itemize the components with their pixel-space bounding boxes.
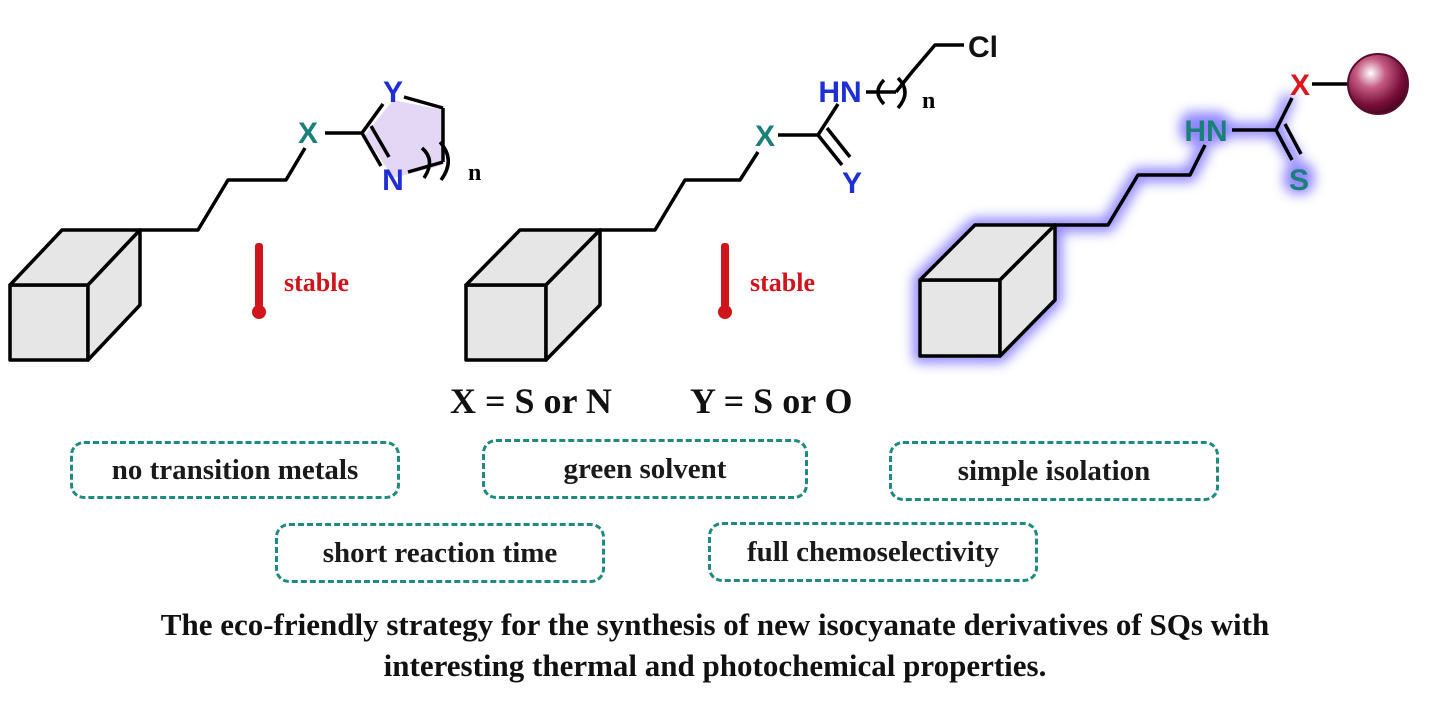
feature-badge-simple-isolation: simple isolation [889,441,1219,501]
y-definition: Y = S or O [690,381,853,421]
right-structure: HN X S [913,53,1409,363]
feature-badge-no-transition-metals: no transition metals [70,441,400,499]
x-atom-label: X [1290,69,1310,102]
middle-structure: X Y HN Cl n stable [464,31,998,362]
x-definition: X = S or N [450,381,612,421]
y-atom-label: Y [842,167,862,200]
sphere-icon [1347,53,1409,115]
caption-line-1: The eco-friendly strategy for the synthe… [160,607,1270,642]
ring-size-n-label: n [468,160,481,186]
feature-badge-green-solvent: green solvent [482,439,808,499]
heterocycle-ring [365,100,443,178]
cube-icon [464,228,602,362]
s-atom-label: S [1289,164,1309,197]
y-atom-label: Y [383,76,403,109]
propyl-chain [600,151,760,232]
chain-length-n-label: n [922,88,935,114]
caption-line-2: interesting thermal and photochemical pr… [383,648,1047,683]
left-structure: X Y N n stable [8,76,481,362]
feature-badge-full-chemoselectivity: full chemoselectivity [708,522,1038,582]
chloro-label: Cl [968,31,998,64]
thermometer-icon [252,243,266,319]
cube-icon [8,228,142,362]
n-atom-label: N [382,164,404,197]
nh-label: HN [1184,115,1227,148]
propyl-chain [1055,144,1207,227]
stability-label: stable [284,268,349,297]
nh-label: HN [818,76,861,109]
cube-icon [918,223,1057,358]
stability-label: stable [750,268,815,297]
feature-badge-short-reaction-time: short reaction time [275,523,605,583]
propyl-chain [140,147,307,232]
thermometer-icon [718,243,732,319]
x-atom-label: X [755,120,775,153]
x-atom-label: X [298,117,318,150]
